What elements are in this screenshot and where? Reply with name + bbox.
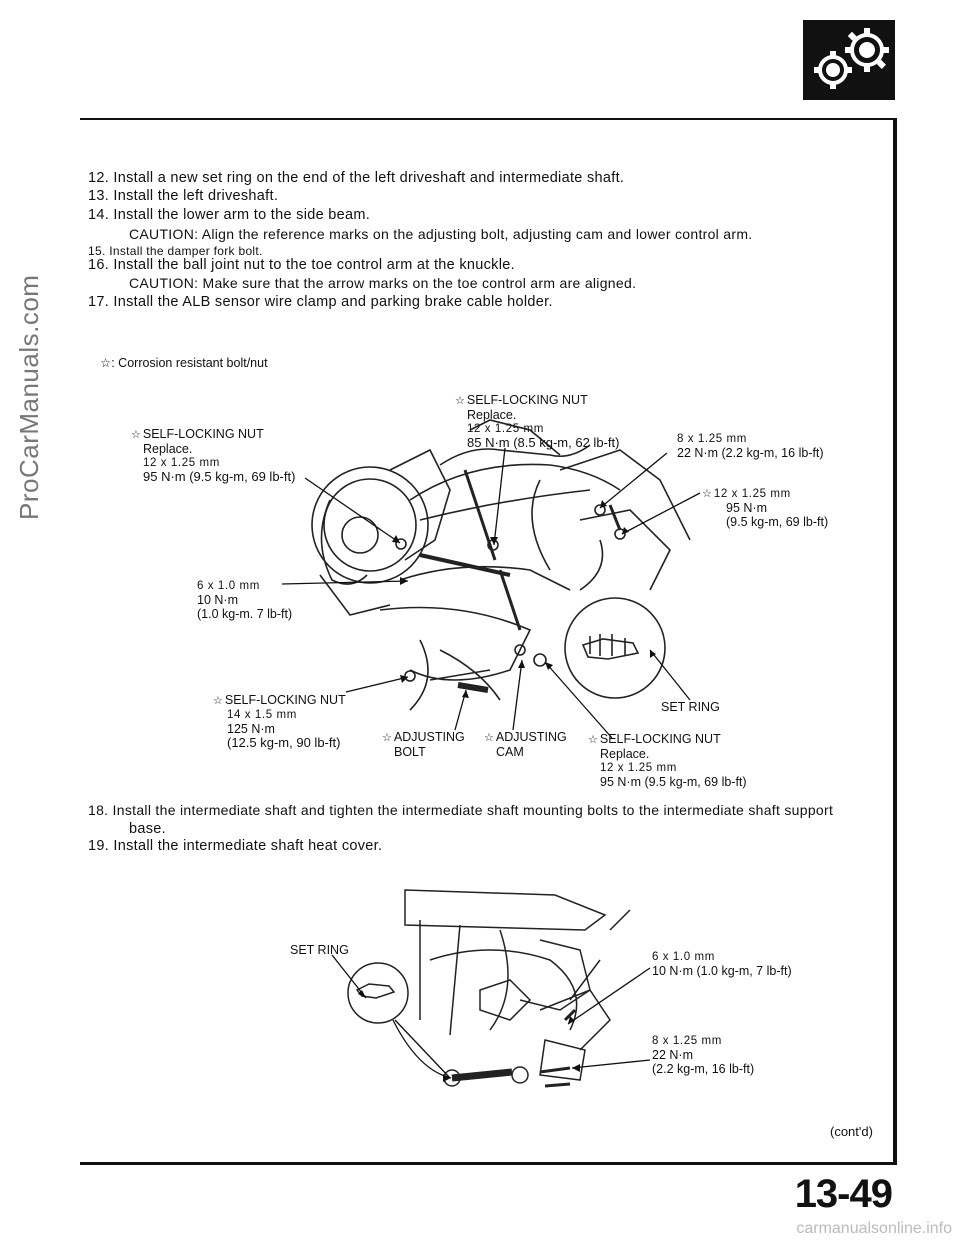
- set-ring-inset: [564, 597, 666, 699]
- label-self-locking-nut-left: ☆SELF-LOCKING NUT Replace. 12 x 1.25 mm …: [131, 427, 296, 484]
- label-set-ring-2: SET RING: [290, 943, 349, 957]
- star-icon: ☆: [484, 732, 494, 744]
- star-symbol: ☆:: [100, 356, 115, 370]
- label-set-ring: SET RING: [661, 700, 720, 714]
- label-adjusting-cam: ☆ADJUSTING CAM: [484, 730, 567, 759]
- page-frame-right: [893, 118, 897, 1165]
- step-16: 16. Install the ball joint nut to the to…: [88, 257, 515, 273]
- set-ring-inset-2: [347, 962, 409, 1024]
- label-bolt-8x125-2: 8 x 1.25 mm 22 N·m (2.2 kg-m, 16 lb-ft): [652, 1035, 755, 1076]
- label-self-locking-nut-top: ☆SELF-LOCKING NUT Replace. 12 x 1.25 mm …: [455, 393, 620, 450]
- label-bolt-6x10: 6 x 1.0 mm 10 N·m (1.0 kg-m. 7 lb-ft): [197, 580, 293, 621]
- brake-rotor: [311, 466, 429, 584]
- star-icon: ☆: [382, 732, 392, 744]
- page-number: 13-49: [794, 1172, 893, 1216]
- continued-label: (cont'd): [830, 1124, 873, 1139]
- star-icon: ☆: [702, 488, 712, 500]
- label-self-locking-nut-bottom: ☆SELF-LOCKING NUT Replace. 12 x 1.25 mm …: [588, 732, 747, 789]
- star-icon: ☆: [588, 734, 598, 746]
- step-12: 12. Install a new set ring on the end of…: [88, 170, 625, 186]
- caution-14: CAUTION: Align the reference marks on th…: [129, 226, 753, 242]
- label-bolt-12x125: ☆12 x 1.25 mm 95 N·m (9.5 kg-m, 69 lb-ft…: [702, 488, 829, 529]
- label-bolt-8x125: 8 x 1.25 mm 22 N·m (2.2 kg-m, 16 lb-ft): [677, 433, 824, 460]
- legend-text: Corrosion resistant bolt/nut: [118, 356, 268, 370]
- page-frame-top: [80, 118, 895, 120]
- star-icon: ☆: [131, 429, 141, 441]
- caution-16: CAUTION: Make sure that the arrow marks …: [129, 275, 637, 291]
- step-18-cont: base.: [129, 821, 166, 837]
- step-19: 19. Install the intermediate shaft heat …: [88, 838, 383, 854]
- label-adjusting-bolt: ☆ADJUSTING BOLT: [382, 730, 465, 759]
- gears-section-icon: [803, 20, 895, 100]
- step-15: 15. Install the damper fork bolt.: [88, 244, 263, 258]
- star-icon: ☆: [213, 695, 223, 707]
- step-14: 14. Install the lower arm to the side be…: [88, 207, 371, 223]
- page-frame-bottom: [80, 1162, 897, 1165]
- label-bolt-6x10-2: 6 x 1.0 mm 10 N·m (1.0 kg-m, 7 lb-ft): [652, 951, 792, 978]
- footer-watermark: carmanualsonline.info: [796, 1220, 952, 1237]
- legend: ☆: Corrosion resistant bolt/nut: [100, 356, 268, 370]
- star-icon: ☆: [455, 395, 465, 407]
- label-self-locking-nut-14: ☆SELF-LOCKING NUT 14 x 1.5 mm 125 N·m (1…: [213, 693, 346, 750]
- step-13: 13. Install the left driveshaft.: [88, 188, 279, 204]
- step-18: 18. Install the intermediate shaft and t…: [88, 802, 834, 818]
- step-17: 17. Install the ALB sensor wire clamp an…: [88, 294, 553, 310]
